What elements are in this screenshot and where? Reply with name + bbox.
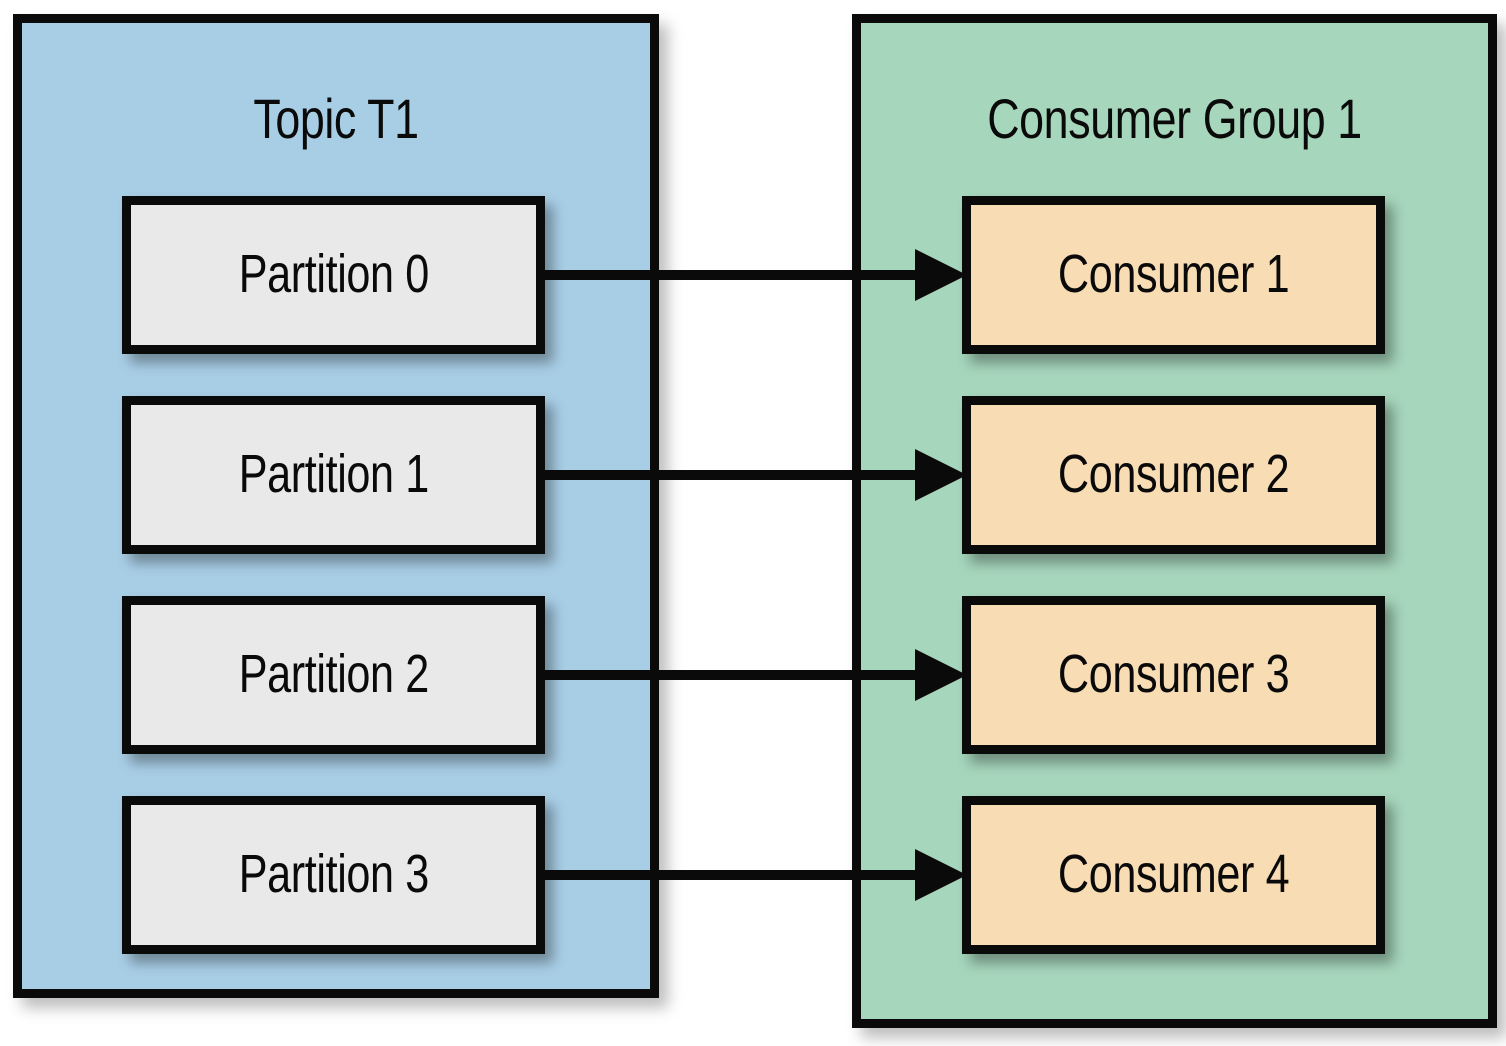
consumer-box[interactable]: Consumer 3 — [962, 596, 1385, 754]
topic-panel-title: Topic T1 — [253, 87, 419, 150]
consumer-box[interactable]: Consumer 2 — [962, 396, 1385, 554]
partition-label: Partition 2 — [238, 644, 429, 704]
consumer-box[interactable]: Consumer 1 — [962, 196, 1385, 354]
consumer-label: Consumer 3 — [1057, 644, 1290, 704]
partition-label: Partition 0 — [238, 244, 429, 304]
partition-box[interactable]: Partition 0 — [122, 196, 545, 354]
partition-label: Partition 1 — [238, 444, 429, 504]
consumer-label: Consumer 2 — [1057, 444, 1290, 504]
consumer-label: Consumer 1 — [1057, 244, 1290, 304]
partition-label: Partition 3 — [238, 844, 429, 904]
partition-box[interactable]: Partition 1 — [122, 396, 545, 554]
partition-box[interactable]: Partition 2 — [122, 596, 545, 754]
partition-box[interactable]: Partition 3 — [122, 796, 545, 954]
consumer-box[interactable]: Consumer 4 — [962, 796, 1385, 954]
consumer-group-panel-title: Consumer Group 1 — [987, 87, 1362, 150]
consumer-label: Consumer 4 — [1057, 844, 1290, 904]
